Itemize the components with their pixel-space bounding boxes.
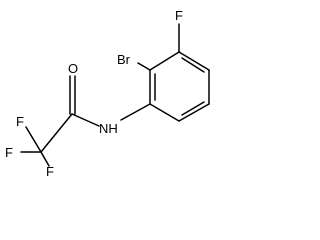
atom-fluorine-bottom-label: F <box>46 164 54 178</box>
bond-cf3-carbonyl <box>40 113 73 153</box>
atom-oxygen-label: O <box>68 61 78 76</box>
bond-ring-inner-c <box>181 101 205 116</box>
bond-ring-c3-c4 <box>178 51 210 71</box>
bond-cf3-f-top <box>25 126 42 153</box>
bond-ring-c5-c6 <box>178 103 210 122</box>
atom-fluorine-ring-label: F <box>175 8 183 23</box>
bond-ring-inner-b <box>181 57 205 73</box>
atom-fluorine-left-label: F <box>5 145 13 160</box>
atom-nh-label: NH <box>99 121 118 136</box>
bond-ring-br <box>137 62 151 71</box>
atom-fluorine-top-label: F <box>16 114 24 129</box>
bond-cf3-f-bottom <box>40 151 50 167</box>
atom-bromine-label: Br <box>117 52 131 67</box>
bond-ring-c2-c3 <box>149 51 180 71</box>
bond-ring-c6-c1 <box>149 103 180 122</box>
chemical-structure: O NH Br F F F F <box>5 8 210 178</box>
bond-n-ring <box>120 103 151 121</box>
bond-carbonyl-n <box>71 113 100 127</box>
